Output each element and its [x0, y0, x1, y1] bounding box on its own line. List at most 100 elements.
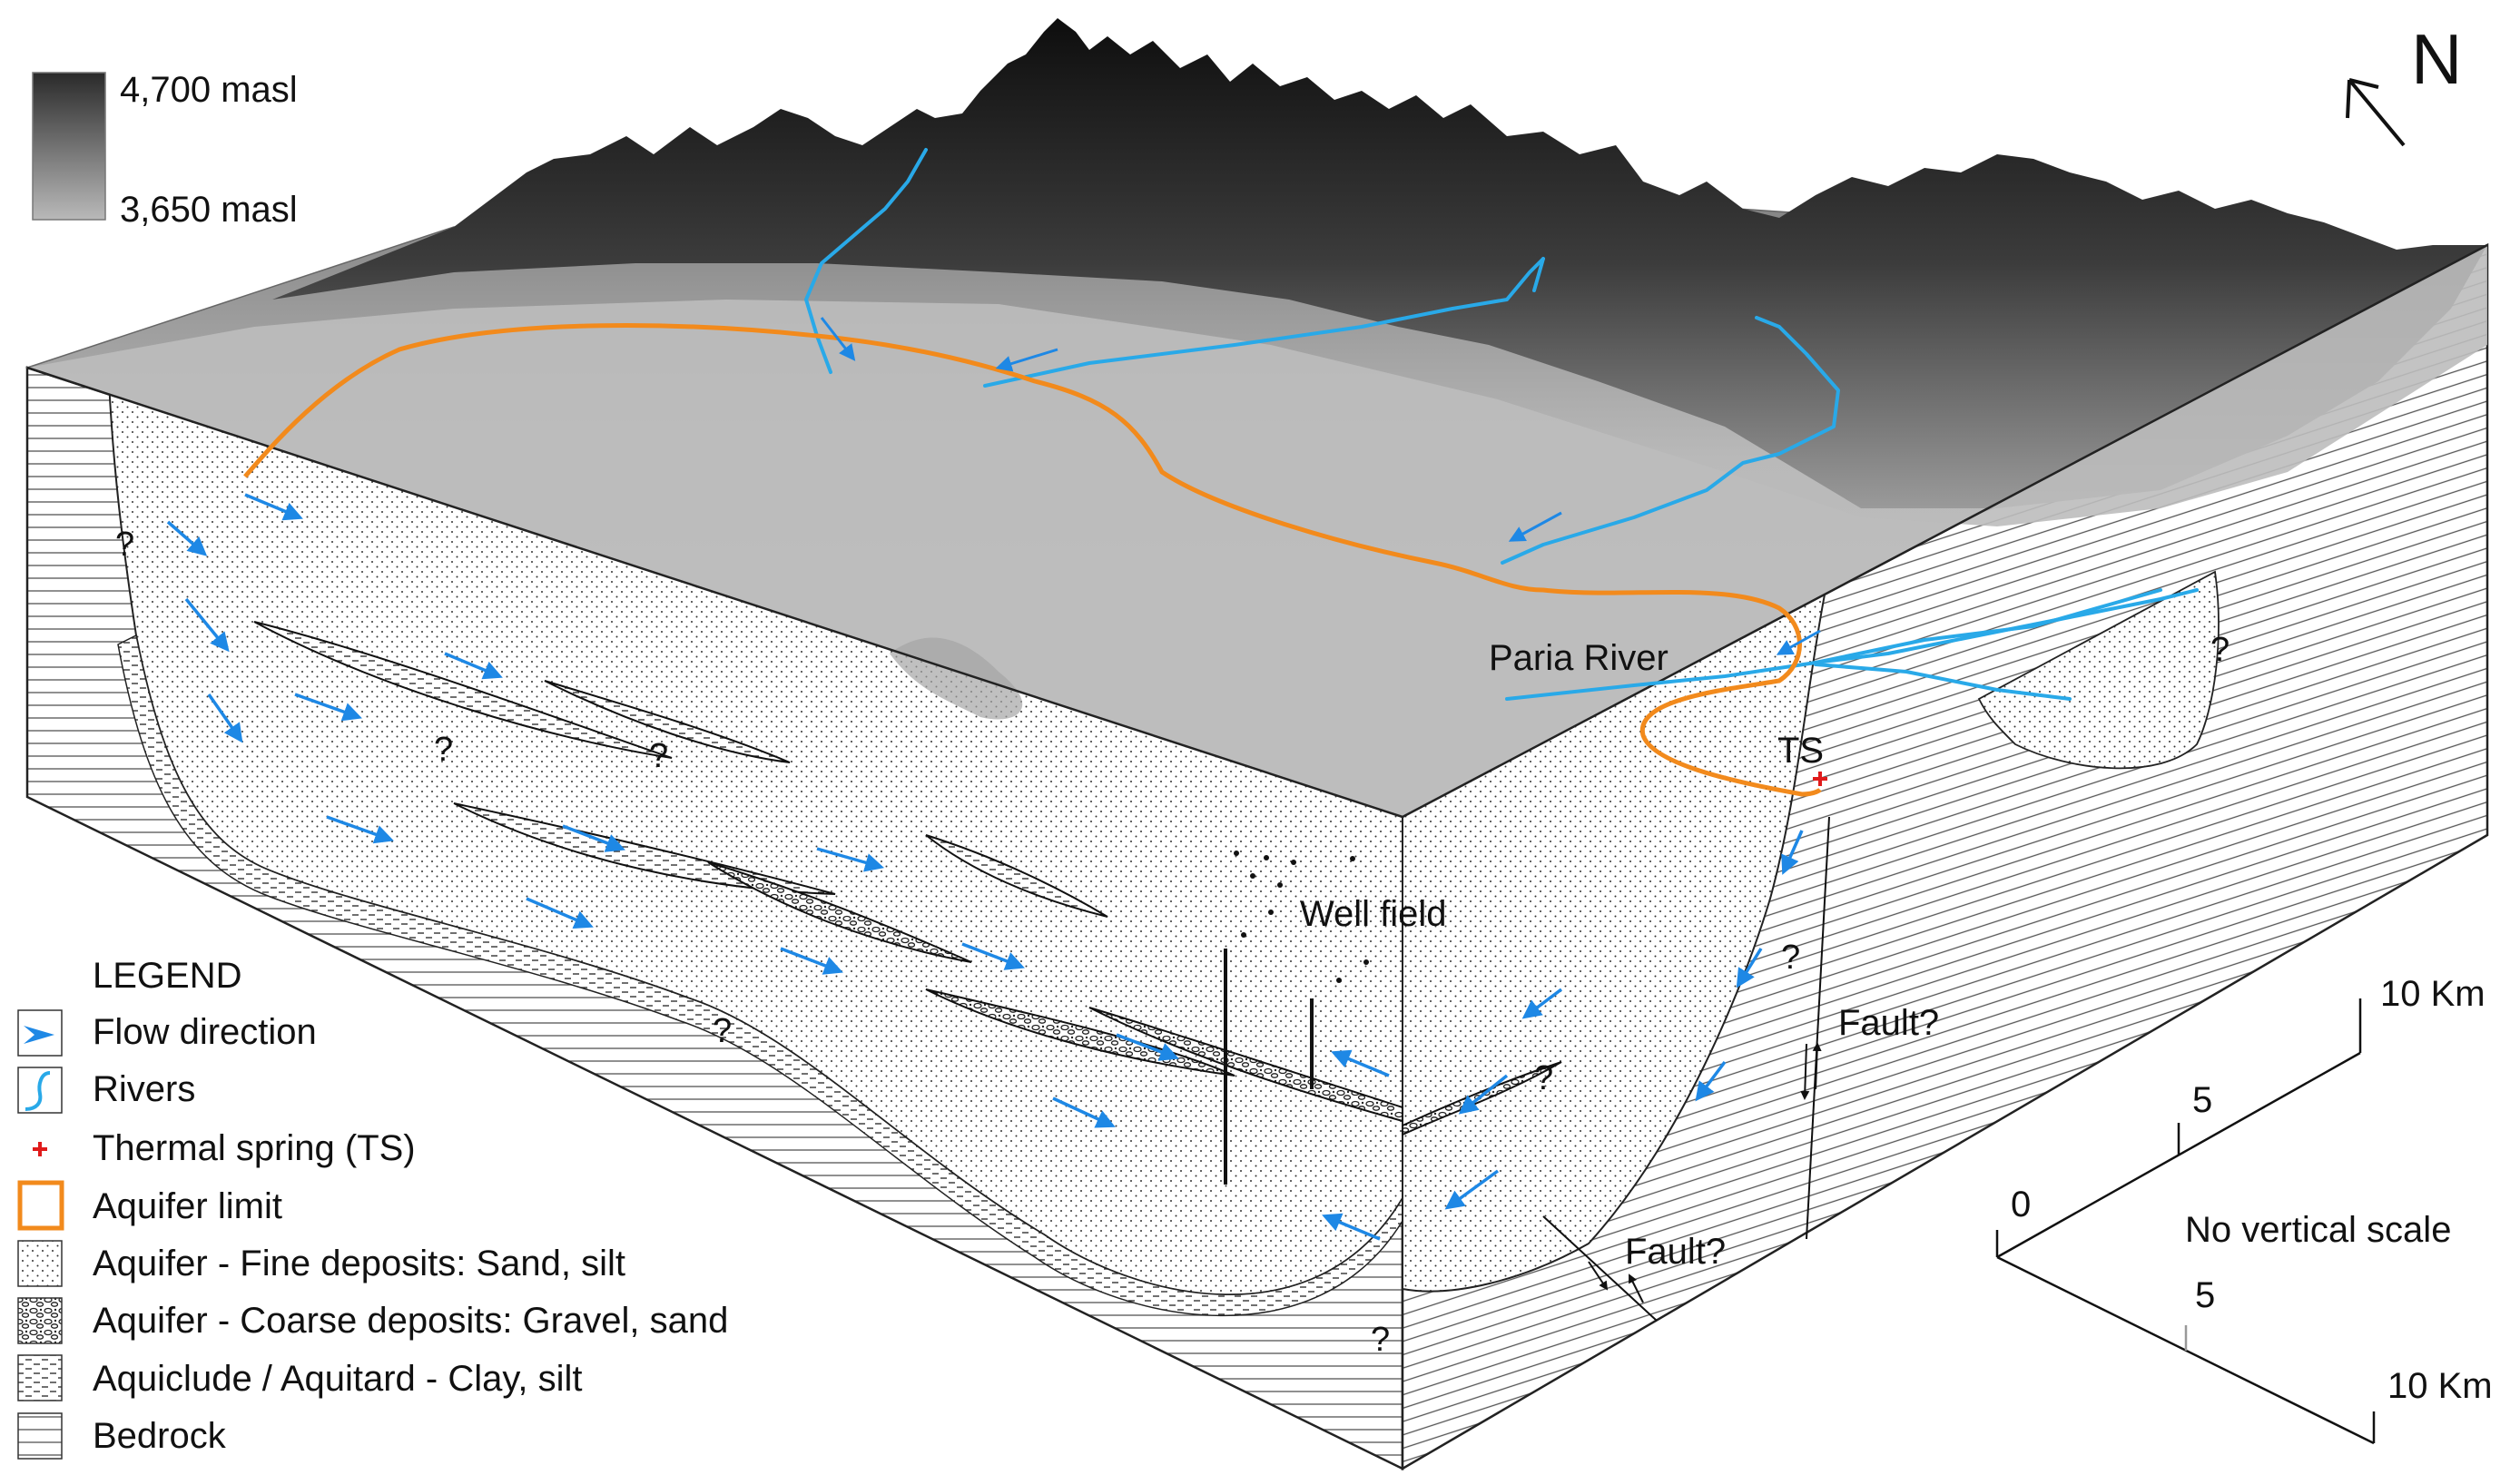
flow-arrow — [1736, 948, 1763, 988]
bedrock-icon — [17, 1412, 63, 1460]
legend-item-spring: Thermal spring (TS) — [33, 1128, 416, 1168]
well-dot — [1234, 851, 1239, 856]
elevation-scale: 4,700 masl 3,650 masl — [32, 70, 298, 230]
legend-label: Aquiclude / Aquitard - Clay, silt — [93, 1359, 583, 1399]
block-top-edge-front — [26, 243, 2488, 819]
legend-label: Aquifer - Coarse deposits: Gravel, sand — [93, 1301, 728, 1341]
scale-label-origin: 0 — [2011, 1185, 2031, 1224]
aquitard-icon — [17, 1354, 63, 1401]
well-dot — [1250, 873, 1255, 879]
legend-item-fine: Aquifer - Fine deposits: Sand, silt — [17, 1240, 625, 1287]
flow-arrows-surface — [820, 317, 1821, 655]
plain-shadow — [890, 637, 1023, 720]
uncertain-mark: ? — [115, 526, 134, 564]
flow-arrow — [780, 947, 843, 975]
river-paria-branch-2 — [1814, 663, 2072, 701]
legend-item-rivers: Rivers — [17, 1067, 195, 1114]
legend-item-coarse: Aquifer - Coarse deposits: Gravel, sand — [17, 1297, 728, 1344]
north-arrow-icon — [2346, 78, 2406, 147]
flow-arrow — [816, 847, 885, 872]
scale-label-h-top: 10 Km — [2380, 974, 2486, 1014]
flow-arrow — [820, 317, 856, 361]
thermal-spring-label: TS — [1777, 731, 1824, 771]
flow-arrow — [1508, 511, 1562, 542]
legend-item-limit: Aquifer limit — [17, 1180, 282, 1231]
fault-arrow-icon — [1812, 1042, 1822, 1090]
river-icon — [25, 1071, 51, 1111]
well-field — [1224, 851, 1369, 1185]
river-northeast — [1501, 316, 1840, 565]
flow-arrow — [244, 493, 303, 521]
legend-item-bedrock: Bedrock — [17, 1412, 227, 1460]
legend: LEGEND Flow direction Rivers Thermal spr… — [17, 956, 728, 1460]
legend-label: Aquifer limit — [93, 1186, 282, 1226]
fault-line — [1542, 1215, 1658, 1322]
north-arrow: N — [2346, 19, 2462, 147]
fault-line — [1806, 816, 1830, 1240]
legend-label: Rivers — [93, 1069, 195, 1109]
flow-arrow — [562, 824, 625, 852]
flow-arrow — [326, 815, 394, 844]
scale-label-d-mid: 5 — [2195, 1275, 2215, 1315]
flow-arrow — [1116, 1033, 1179, 1061]
legend-item-flow: Flow direction — [17, 1009, 317, 1057]
uncertain-mark: ? — [649, 737, 668, 775]
flow-arrow — [1322, 1213, 1381, 1241]
thermal-spring-marker — [1813, 772, 1827, 786]
fine-deposits-icon — [17, 1240, 63, 1287]
scale-note: No vertical scale — [2185, 1210, 2451, 1250]
legend-label: Aquifer - Fine deposits: Sand, silt — [93, 1244, 625, 1283]
uncertain-mark: ? — [713, 1012, 732, 1050]
flow-arrow — [444, 652, 503, 680]
clay-lens — [925, 988, 1235, 1077]
uncertain-mark: ? — [1534, 1059, 1553, 1097]
paria-river-label: Paria River — [1489, 638, 1669, 678]
uncertain-mark: ? — [1371, 1321, 1390, 1359]
flow-arrow — [961, 942, 1025, 970]
elevation-min-label: 3,650 masl — [120, 190, 298, 230]
elevation-max-label: 4,700 masl — [120, 70, 298, 110]
flow-arrow — [184, 597, 230, 653]
well-dot — [1277, 882, 1283, 888]
clay-lens — [253, 621, 673, 759]
flow-arrow — [1052, 1096, 1116, 1128]
flow-arrow — [166, 520, 208, 556]
scale-label-h-mid: 5 — [2192, 1080, 2212, 1120]
flow-arrow — [1695, 1060, 1727, 1102]
well-field-label: Well field — [1300, 894, 1447, 934]
mountain-range — [272, 18, 2487, 508]
river-paria-branch-1 — [1814, 588, 2162, 664]
aquifer-limit-line — [243, 323, 1822, 797]
flow-arrow — [207, 693, 243, 743]
clay-lens — [1088, 1007, 1403, 1123]
thermal-spring-icon — [1813, 772, 1827, 786]
elevation-gradient-bar — [32, 72, 106, 221]
river-paria — [1505, 588, 2199, 701]
legend-label: Bedrock — [93, 1416, 227, 1456]
uncertain-mark: ? — [1781, 939, 1800, 977]
uncertain-mark: ? — [1766, 789, 1767, 791]
flow-arrow — [995, 348, 1058, 372]
flow-arrow — [1781, 830, 1804, 875]
clay-lens — [544, 680, 791, 763]
aquifer-basin-right-far — [1977, 570, 2220, 770]
fault-arrow-icon — [1800, 1043, 1810, 1100]
well-dot — [1268, 910, 1274, 915]
well-dot — [1336, 978, 1342, 983]
flow-arrow — [294, 693, 362, 722]
flow-arrow — [1444, 1169, 1500, 1210]
north-label: N — [2411, 19, 2462, 99]
well-dot — [1350, 856, 1355, 861]
plain-surface — [27, 245, 2487, 817]
clay-lens — [707, 861, 972, 963]
legend-title: LEGEND — [93, 956, 242, 996]
legend-label: Thermal spring (TS) — [93, 1128, 416, 1168]
fault-label-lower: Fault? — [1625, 1232, 1726, 1272]
river-north — [983, 257, 1545, 388]
aquifer-basin-right — [1402, 593, 1826, 1293]
aquifer-limit-icon — [17, 1180, 64, 1231]
uncertain-mark: ? — [434, 731, 453, 769]
fault-arrow-icon — [1588, 1261, 1609, 1291]
faults — [1542, 816, 1830, 1322]
